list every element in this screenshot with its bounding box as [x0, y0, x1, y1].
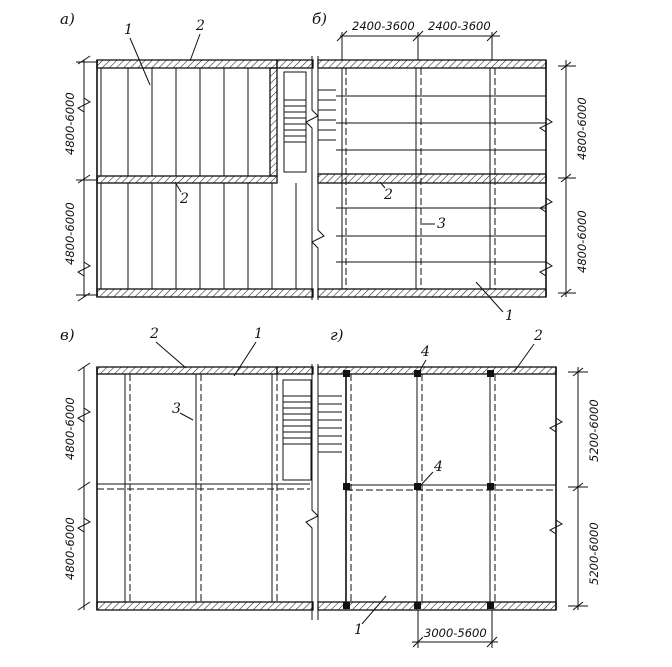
- slab-lines-b: [336, 95, 546, 263]
- dimension-a-left: [76, 55, 98, 302]
- leader-a-1: [129, 37, 151, 86]
- wall-top-v: [96, 366, 278, 375]
- leader-v-1: [233, 341, 257, 377]
- leader-v-2: [155, 341, 187, 369]
- callout-v-3: 3: [172, 401, 181, 417]
- dimension-g-bottom: [412, 610, 498, 648]
- callout-g-4-mid: 4: [433, 459, 443, 475]
- callout-g-4-top: 4: [420, 344, 430, 360]
- wall-bottom-b: [317, 288, 547, 298]
- leader-v-3: [179, 412, 194, 421]
- wall-top-stair-v: [276, 366, 314, 375]
- frame-columns-b: [341, 68, 496, 289]
- leader-g-1: [361, 595, 387, 625]
- leader-g-4-top: [418, 359, 427, 373]
- leader-a-2-top: [189, 33, 201, 62]
- panel-b-label: б): [312, 10, 327, 28]
- wall-top-g: [317, 366, 557, 375]
- wall-top-b: [317, 59, 547, 69]
- slab-lines-upper: [100, 68, 249, 176]
- leader-g-2: [513, 343, 535, 373]
- dimension-g-right: [568, 367, 588, 611]
- callout-b-2: 2: [383, 187, 393, 203]
- dim-b-right-1: 4800-6000: [575, 97, 589, 160]
- slab-lines-lower: [100, 183, 297, 289]
- wall-middle-b: [317, 173, 547, 184]
- panel-a: а): [60, 10, 314, 302]
- callout-b-1: 1: [505, 308, 514, 324]
- callout-g-1: 1: [354, 622, 363, 638]
- callout-a-2-mid: 2: [179, 191, 189, 207]
- leader-b-2: [379, 181, 386, 189]
- panel-g: г): [317, 326, 601, 648]
- callout-a-1: 1: [124, 22, 133, 38]
- dimension-b-right: [558, 60, 576, 298]
- wall-stair-side: [269, 67, 278, 177]
- break-marks-g-right: [549, 417, 563, 535]
- callout-b-3: 3: [437, 216, 446, 232]
- stair-g: [318, 395, 342, 453]
- frame-grid-v: [97, 374, 310, 602]
- dim-g-bottom: 3000-5600: [424, 626, 487, 640]
- frame-grid-g: [345, 374, 556, 602]
- dim-g-right-2: 5200-6000: [587, 522, 601, 585]
- callout-a-2-top: 2: [195, 18, 205, 34]
- break-line-vg: [305, 364, 319, 620]
- dimension-v-left: [77, 362, 91, 611]
- wall-middle: [96, 175, 278, 184]
- break-marks-b-right: [539, 117, 553, 277]
- dim-g-right-1: 5200-6000: [587, 399, 601, 462]
- stair-a: [283, 71, 307, 173]
- dim-v-left-2: 4800-6000: [63, 517, 77, 580]
- wall-top-stair: [276, 59, 314, 69]
- callout-v-1: 1: [254, 326, 263, 342]
- stair-v: [282, 379, 312, 481]
- dim-b-top-2: 2400-3600: [428, 19, 491, 33]
- callout-g-2: 2: [533, 328, 543, 344]
- dim-a-left-2: 4800-6000: [63, 202, 77, 265]
- panel-b: б): [312, 10, 589, 324]
- dim-b-top-1: 2400-3600: [352, 19, 415, 33]
- callout-v-2: 2: [149, 326, 159, 342]
- wall-bottom-v: [96, 601, 314, 611]
- leader-b-1: [475, 281, 504, 313]
- wall-top: [96, 59, 278, 69]
- columns-g: [343, 370, 494, 609]
- panel-v-label: в): [60, 326, 75, 344]
- stair-b: [318, 89, 336, 141]
- leader-g-4-mid: [420, 471, 434, 486]
- panel-v: в): [60, 326, 314, 611]
- dim-a-left-1: 4800-6000: [63, 92, 77, 155]
- leader-a-2-mid: [174, 181, 182, 193]
- panel-a-label: а): [60, 10, 75, 28]
- dim-b-right-2: 4800-6000: [575, 210, 589, 273]
- panel-g-label: г): [330, 326, 344, 344]
- wall-bottom-g: [317, 601, 557, 611]
- dim-v-left-1: 4800-6000: [63, 397, 77, 460]
- wall-bottom: [96, 288, 314, 298]
- dimension-b-top: [336, 30, 500, 60]
- break-line-ab: [305, 56, 325, 300]
